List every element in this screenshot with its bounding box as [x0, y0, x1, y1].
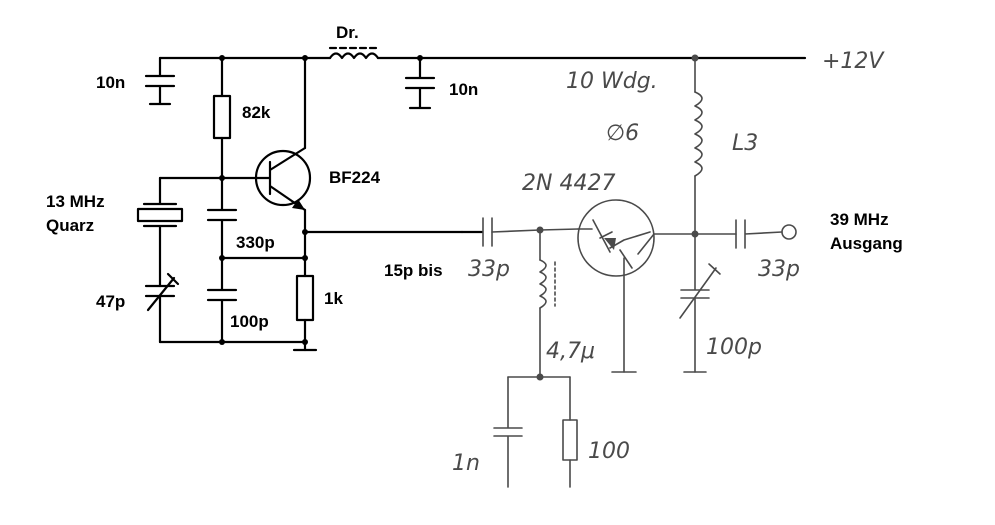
crystal-13mhz	[136, 176, 184, 288]
label-c-33p-input: 33p	[468, 257, 510, 282]
junction-dot	[691, 54, 699, 62]
label-bf224: BF224	[329, 168, 381, 187]
resistor-82k	[212, 56, 232, 180]
tripler-stage	[460, 54, 797, 488]
label-c-10n-left: 10n	[96, 73, 125, 92]
resistor-1k	[295, 230, 315, 352]
label-coil-diameter: ∅6	[606, 121, 639, 146]
coil-l3	[694, 57, 703, 235]
label-r-100: 100	[588, 439, 630, 464]
choke-dr-symbol	[328, 52, 380, 60]
capacitor-330p	[206, 176, 238, 260]
transistor-bf224	[254, 146, 312, 212]
label-c-330p: 330p	[236, 233, 275, 252]
input-to-transistor-wire	[539, 228, 579, 231]
label-choke-dr: Dr.	[336, 23, 359, 42]
label-c-100p-left: 100p	[230, 312, 269, 331]
junction-dot	[417, 55, 423, 61]
label-coil-turns: 10 Wdg.	[566, 69, 658, 94]
label-choke-4u7: 4,7μ	[546, 339, 595, 364]
capacitor-100p-left	[206, 256, 238, 344]
label-crystal-name: Quarz	[46, 216, 94, 235]
trimmer-100p	[679, 233, 721, 373]
label-c-1n: 1n	[452, 451, 480, 476]
label-transistor-2n4427: 2N 4427	[522, 171, 615, 196]
capacitor-10n-left	[144, 56, 176, 106]
label-crystal-freq: 13 MHz	[46, 192, 105, 211]
output-terminal	[781, 224, 797, 240]
label-output-name: Ausgang	[830, 234, 903, 253]
junction-dot	[302, 255, 308, 261]
label-trimmer-100p: 100p	[706, 335, 762, 360]
capacitor-33p-output	[735, 219, 783, 249]
choke-4u7	[539, 229, 556, 378]
oscillator-stage	[136, 46, 807, 352]
label-coil-l3: L3	[732, 131, 758, 156]
label-r-1k: 1k	[324, 289, 343, 308]
trimmer-47p	[144, 272, 180, 344]
capacitor-10n-right	[404, 56, 436, 110]
label-trim-range: 15p bis	[384, 261, 443, 280]
label-trimmer-47p: 47p	[96, 292, 125, 311]
label-c-10n-right: 10n	[449, 80, 478, 99]
label-r-82k: 82k	[242, 103, 271, 122]
capacitor-1n	[493, 376, 523, 488]
label-supply-12v: +12V	[822, 49, 885, 74]
label-c-33p-output: 33p	[758, 257, 800, 282]
transistor-2n4427	[577, 199, 655, 373]
resistor-100	[562, 376, 578, 488]
capacitor-33p-input	[460, 217, 541, 247]
label-output-freq: 39 MHz	[830, 210, 889, 229]
